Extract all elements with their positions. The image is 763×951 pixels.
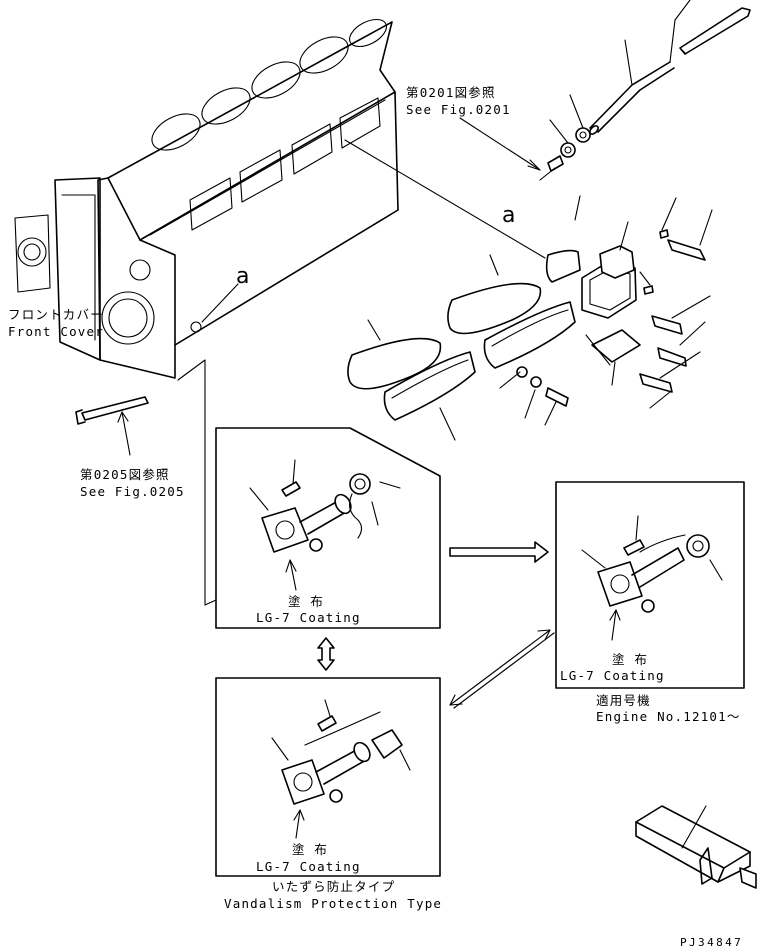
coating-en-label-3: LG-7 Coating	[256, 859, 361, 874]
dipstick-assembly	[539, 0, 751, 181]
fig0205-jp-label: 第0205図参照	[80, 467, 170, 482]
vandal-en-label: Vandalism Protection Type	[224, 896, 442, 911]
engine-no-jp-label: 適用号機	[596, 693, 651, 708]
ref-a-block: a	[236, 264, 249, 289]
front-cover-en-label: Front Cover	[8, 324, 104, 339]
front-cover-jp-label: フロントカバー	[8, 307, 104, 322]
drawing-code: PJ34847	[680, 936, 743, 949]
fig0201-en-label: See Fig.0201	[406, 102, 511, 117]
leader-a-block	[201, 283, 239, 323]
arrowhead-fig0201	[527, 159, 541, 171]
coating-jp-label-1: 塗 布	[288, 594, 324, 609]
detail-box-3	[215, 677, 441, 877]
fig0205-en-label: See Fig.0205	[80, 484, 185, 499]
engine-no-en-label: Engine No.12101〜	[596, 709, 741, 724]
arrow-fig0201	[459, 117, 541, 171]
covers-and-gaskets	[347, 195, 713, 441]
detail-box-1	[204, 427, 441, 629]
coating-jp-label-2: 塗 布	[612, 652, 648, 667]
vandal-jp-label: いたずら防止タイプ	[272, 879, 395, 894]
detail-box-2	[555, 481, 745, 689]
extension-part	[635, 805, 757, 889]
front-bolt	[75, 396, 149, 456]
coating-en-label-1: LG-7 Coating	[256, 610, 361, 625]
leader-a	[344, 139, 546, 259]
coating-en-label-2: LG-7 Coating	[560, 668, 665, 683]
connection-arrows	[317, 541, 555, 709]
coating-jp-label-3: 塗 布	[292, 842, 328, 857]
engine-block	[14, 18, 399, 606]
fig0201-jp-label: 第0201図参照	[406, 85, 496, 100]
ref-a-top: a	[502, 203, 515, 228]
